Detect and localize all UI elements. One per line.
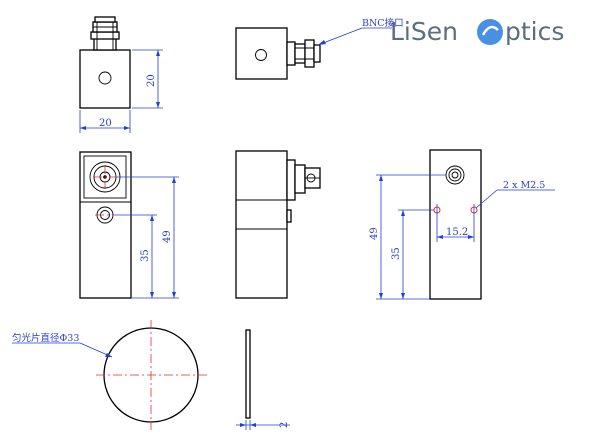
logo-text-left: LiSen xyxy=(390,17,458,46)
view-front-small: 20 20 xyxy=(79,16,163,133)
housing-side-tall xyxy=(235,150,288,299)
logo-swoosh-icon xyxy=(481,25,499,36)
dim-text-height: 20 xyxy=(146,74,157,87)
logo-text-right: ptics xyxy=(505,17,564,46)
dim-text-15-2: 15.2 xyxy=(446,227,468,238)
thread-note: 2 x M2.5 xyxy=(503,180,545,191)
diffuser-note: 匀光片直径Φ33 xyxy=(12,332,79,344)
lisen-optics-logo: LiSen ptics xyxy=(390,17,564,46)
housing-body-tall xyxy=(79,151,132,299)
dim-text-width: 20 xyxy=(99,118,112,129)
view-side-small: BNC接口 xyxy=(235,17,404,80)
view-front-tall: 35 49 xyxy=(79,151,179,299)
plate-edge xyxy=(245,329,251,419)
housing-body xyxy=(79,49,131,109)
leader-bnc xyxy=(317,27,363,46)
view-back: 15.2 2 x M2.5 49 35 xyxy=(369,149,555,300)
dim-text-back-35: 35 xyxy=(391,247,402,260)
view-diffuser-disc: 匀光片直径Φ33 xyxy=(12,320,207,430)
dim-text-thickness: 2 xyxy=(279,422,290,428)
view-side-tall xyxy=(235,150,321,299)
housing-body-side xyxy=(235,27,288,80)
bnc-collar xyxy=(90,31,120,40)
dim-text-back-49: 49 xyxy=(369,227,380,240)
mount-hole-side xyxy=(255,49,267,61)
bnc-connector-note: BNC接口 xyxy=(362,17,404,29)
dim-text-35: 35 xyxy=(140,249,151,262)
dim-text-49: 49 xyxy=(162,230,173,243)
logo-o-icon xyxy=(477,19,503,45)
leader-thread xyxy=(475,189,498,209)
view-plate-edge: 2 xyxy=(236,329,290,430)
mount-hole xyxy=(98,71,112,85)
